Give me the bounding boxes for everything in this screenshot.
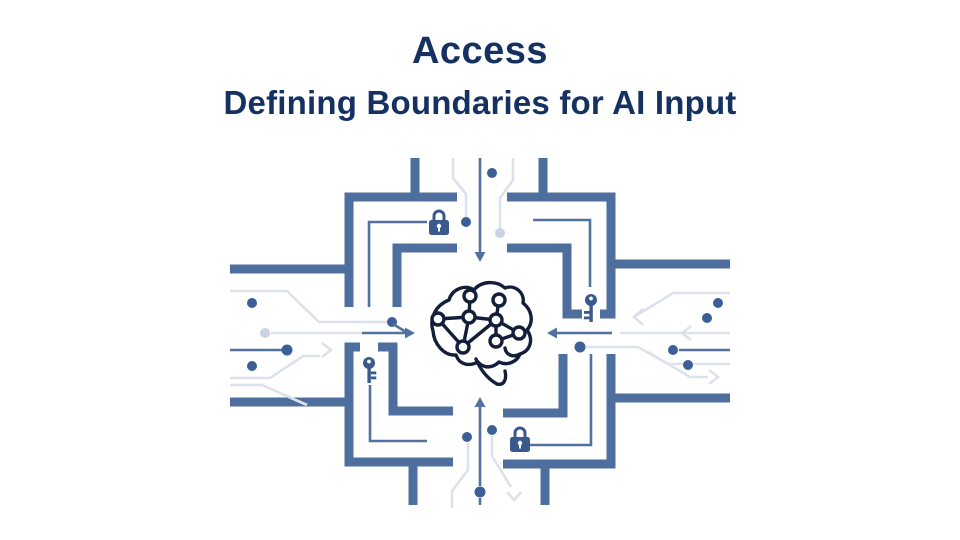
ghost-arrow-right-lower	[708, 368, 721, 386]
lock-icon	[429, 209, 449, 235]
circuit-trace-top	[451, 158, 515, 262]
trace-node	[260, 328, 270, 338]
maze-bracket-inner-tr	[507, 243, 582, 319]
maze-bracket-inner-tl	[392, 243, 457, 307]
lock-icon	[510, 426, 530, 452]
trace-node	[487, 168, 497, 178]
slide-subtitle: Defining Boundaries for AI Input	[223, 84, 737, 121]
trace-node	[461, 217, 471, 227]
brain-network-links	[436, 294, 521, 349]
key-wire-top-right	[533, 218, 592, 287]
key-icon	[363, 357, 377, 383]
maze-bracket-outer-br	[503, 354, 616, 469]
key-icon	[584, 294, 597, 322]
lock-wire-bottom-right	[530, 354, 593, 447]
ghost-arrow-right-upper	[632, 308, 644, 326]
trace-node	[247, 361, 257, 371]
trace-node	[474, 486, 486, 498]
trace-node	[281, 344, 293, 356]
trace-node	[668, 345, 678, 355]
circuit-trace-left	[230, 289, 415, 407]
circuit-trace-right	[547, 291, 730, 386]
slide-title: Access	[411, 30, 549, 72]
maze-bracket-inner-br	[503, 354, 568, 418]
ghost-arrow-bottom	[506, 491, 522, 502]
maze-bracket-outer-tr	[507, 192, 616, 319]
ghost-arrow-left	[321, 341, 334, 359]
trace-node	[683, 360, 693, 370]
trace-node	[702, 313, 712, 323]
trace-node	[462, 432, 472, 442]
circuit-brain-illustration	[230, 158, 730, 508]
trace-node	[487, 425, 497, 435]
trace-node	[495, 228, 505, 238]
maze-bracket-inner-bl	[378, 342, 453, 416]
brain-network-icon	[430, 280, 533, 387]
trace-node	[247, 298, 257, 308]
ghost-arrow-right-mid	[679, 324, 692, 342]
circuit-maze	[230, 158, 730, 505]
trace-node	[713, 298, 723, 308]
circuit-trace-bottom	[450, 397, 522, 508]
lock-wire-top-left	[367, 220, 427, 307]
trace-node	[574, 341, 586, 353]
key-wire-bottom-left	[368, 385, 427, 443]
